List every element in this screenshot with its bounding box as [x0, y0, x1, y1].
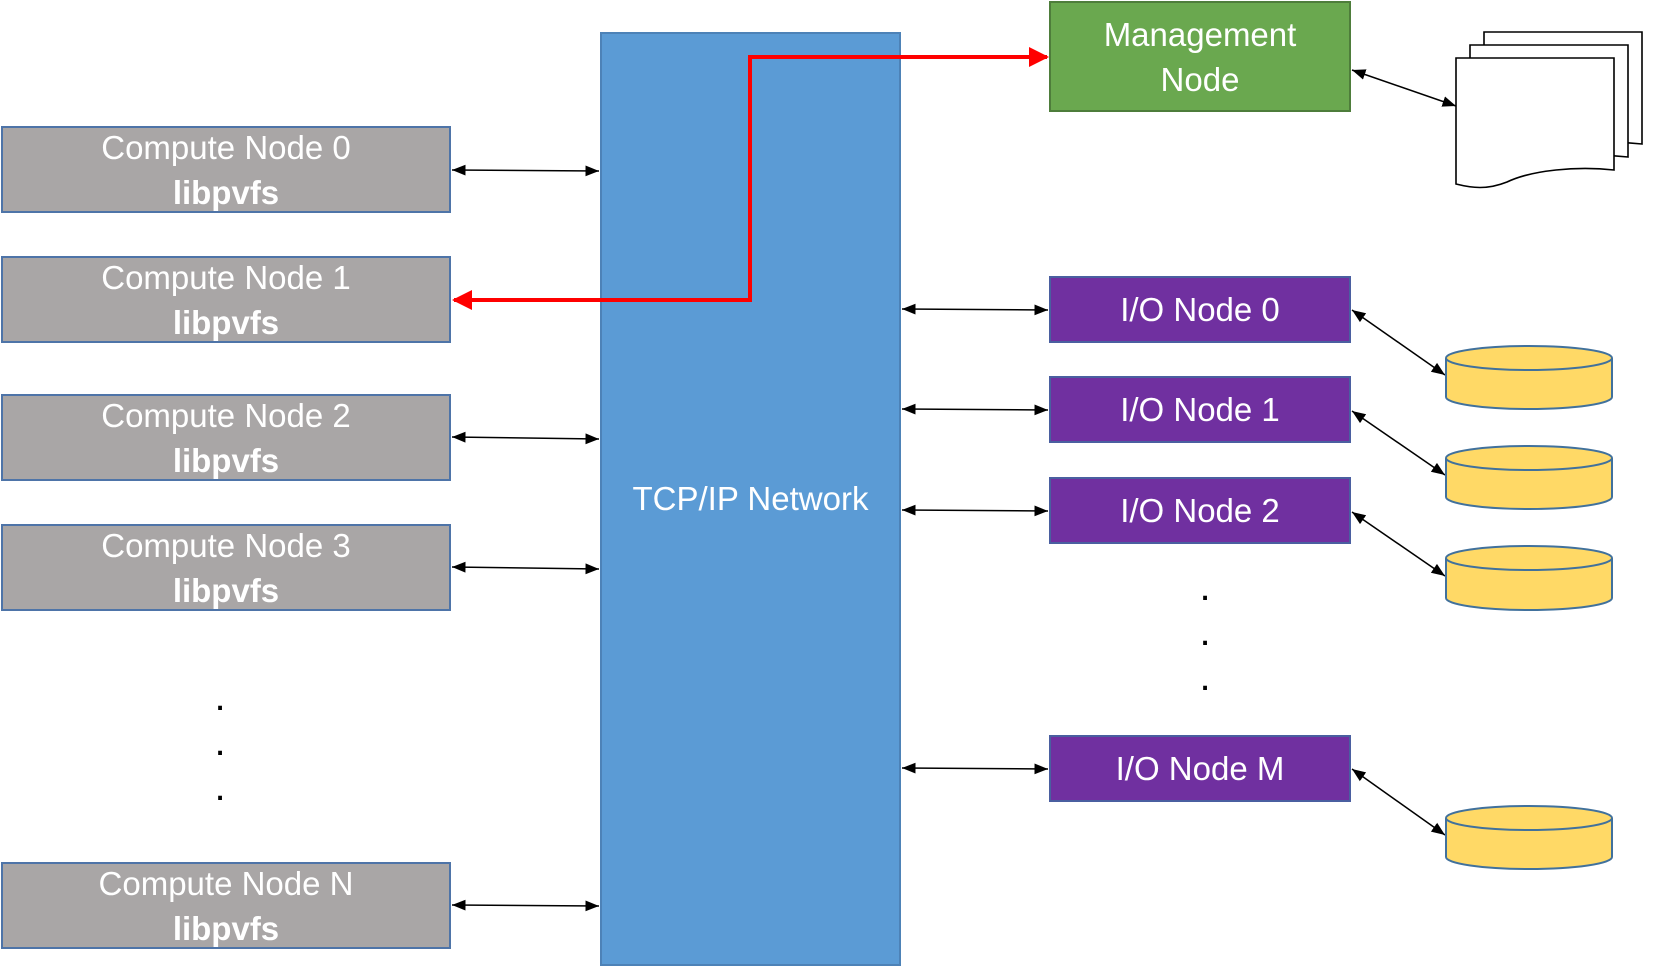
ellipsis-dot: . [1199, 655, 1211, 699]
management-node: Management Node [1049, 1, 1351, 112]
disk-icon [1445, 805, 1613, 870]
link-io-1 [901, 403, 1049, 416]
ellipsis-dot: . [1199, 610, 1211, 654]
ellipsis-dot: . [214, 765, 226, 809]
link-disk-0 [1351, 309, 1446, 376]
compute-node-lib: libpvfs [172, 303, 280, 341]
compute-node-lib: libpvfs [172, 909, 280, 947]
management-label-line2: Node [1160, 60, 1240, 98]
link-compute-3 [451, 561, 600, 575]
io-node-label: I/O Node 2 [1120, 491, 1280, 529]
io-node-label: I/O Node M [1115, 749, 1285, 787]
link-management-docs [1351, 69, 1457, 107]
network-label: TCP/IP Network [632, 480, 869, 517]
link-compute-0 [451, 164, 600, 177]
compute-node-label: Compute Node 1 [101, 258, 351, 296]
io-node-m: I/O Node M [1049, 735, 1351, 802]
link-disk-2 [1351, 511, 1446, 577]
io-node-1: I/O Node 1 [1049, 376, 1351, 443]
compute-node-3: Compute Node 3 libpvfs [1, 524, 451, 611]
link-io-2 [901, 504, 1049, 517]
highlight-path [452, 47, 1049, 310]
ellipsis-dot: . [214, 675, 226, 719]
compute-node-label: Compute Node 0 [101, 128, 351, 166]
io-node-label: I/O Node 1 [1120, 390, 1280, 428]
management-label-line1: Management [1103, 15, 1297, 53]
compute-node-1: Compute Node 1 libpvfs [1, 256, 451, 343]
compute-node-n: Compute Node N libpvfs [1, 862, 451, 949]
compute-node-lib: libpvfs [172, 173, 280, 211]
io-node-2: I/O Node 2 [1049, 477, 1351, 544]
compute-node-2: Compute Node 2 libpvfs [1, 394, 451, 481]
link-compute-2 [451, 431, 600, 445]
disk-icon [1445, 545, 1613, 611]
disk-icon [1445, 345, 1613, 410]
io-node-0: I/O Node 0 [1049, 276, 1351, 343]
link-disk-m [1351, 768, 1446, 836]
compute-node-label: Compute Node 2 [101, 396, 351, 434]
ellipsis-dot: . [1199, 565, 1211, 609]
ellipsis-dot: . [214, 720, 226, 764]
compute-node-0: Compute Node 0 libpvfs [1, 126, 451, 213]
link-io-m [901, 762, 1049, 775]
document-stack-icon [1455, 31, 1643, 189]
link-io-0 [901, 303, 1049, 316]
compute-node-lib: libpvfs [172, 441, 280, 479]
disk-icon [1445, 445, 1613, 510]
link-compute-n [451, 899, 600, 912]
compute-node-label: Compute Node N [98, 864, 354, 902]
compute-node-label: Compute Node 3 [101, 526, 351, 564]
link-disk-1 [1351, 410, 1446, 476]
compute-node-lib: libpvfs [172, 571, 280, 609]
io-node-label: I/O Node 0 [1120, 290, 1280, 328]
